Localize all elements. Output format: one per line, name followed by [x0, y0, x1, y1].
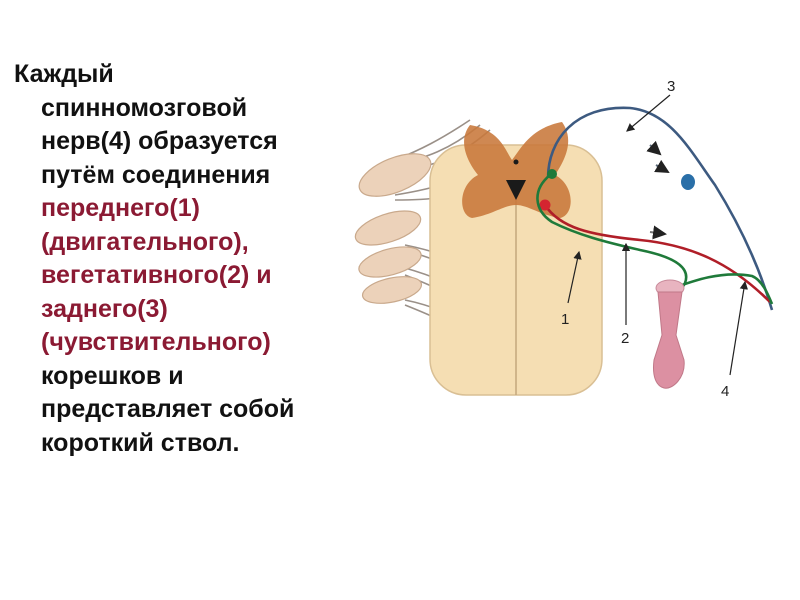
text-line-12: короткий ствол. [14, 427, 364, 461]
spinal-ganglion [681, 174, 695, 190]
sympathetic-ganglion [653, 280, 684, 388]
text-line-4: путём соединения [14, 159, 364, 193]
autonomic-neuron [547, 169, 557, 179]
label-3: 3 [667, 78, 675, 95]
label-2: 2 [621, 330, 629, 347]
text-line-10: корешков и [14, 360, 364, 394]
motor-arrow [650, 232, 665, 234]
text-line-2: спинномозговой [14, 92, 364, 126]
text-line-3: нерв(4) образуется [14, 125, 364, 159]
spinal-nerve-diagram: 1 2 3 4 [340, 60, 780, 420]
sensory-arrow-2 [656, 165, 668, 172]
central-canal [514, 160, 519, 165]
text-line-1: Каждый [14, 58, 364, 92]
text-line-9: (чувствительного) [14, 326, 364, 360]
label-1: 1 [561, 311, 569, 328]
text-line-6: (двигательного), [14, 226, 364, 260]
pointer-3 [627, 95, 670, 131]
slide-text: Каждый спинномозговой нерв(4) образуется… [14, 58, 364, 460]
label-4: 4 [721, 383, 729, 400]
pointer-4 [730, 282, 745, 375]
text-line-8: заднего(3) [14, 293, 364, 327]
text-line-7: вегетативного(2) и [14, 259, 364, 293]
text-line-11: представляет собой [14, 393, 364, 427]
sensory-arrow-1 [650, 145, 660, 154]
text-line-5: переднего(1) [14, 192, 364, 226]
